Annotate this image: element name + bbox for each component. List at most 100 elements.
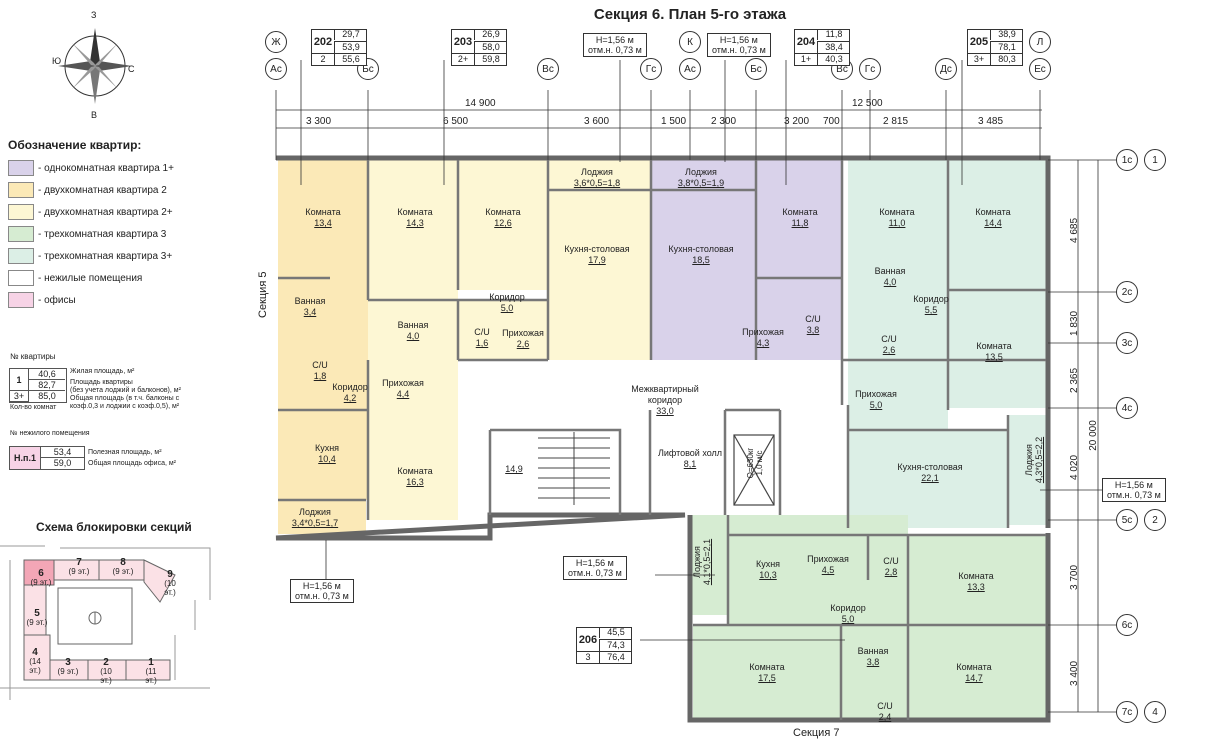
apartment-living-area: 45,5 (599, 627, 632, 638)
room-name: Комната (397, 207, 433, 217)
legend-swatch (8, 292, 34, 308)
key-number: 1 (10, 369, 29, 391)
key-nl2: Общая площадь офиса, м² (88, 460, 177, 467)
room-name: Прихожая (382, 378, 424, 388)
key-nonres-number: Н.п.1 (10, 447, 41, 469)
legend-swatch (8, 248, 34, 264)
axis-label: К (679, 31, 701, 53)
room-name: Межквартирный коридор (631, 384, 699, 405)
room-area: 18,5 (692, 255, 710, 265)
key-c: 85,0 (38, 391, 56, 401)
axis-label: 7с (1116, 701, 1138, 723)
room-name: Кухня-столовая (564, 244, 630, 254)
apartment-living-area: 11,8 (817, 29, 850, 40)
block-section: 8(9 эт.) (111, 558, 135, 577)
room-name: Лоджия (581, 167, 613, 177)
block-scheme-title: Схема блокировки секций (36, 520, 192, 534)
room-area: 11,8 (791, 218, 809, 228)
height-mark-elev: отм.н. 0,73 м (588, 45, 642, 55)
room-name: Коридор (489, 292, 525, 302)
apartment-total-area: 55,6 (334, 53, 367, 65)
apartment-total-area: 40,3 (817, 53, 850, 65)
height-mark-h: Н=1,56 м (575, 558, 614, 568)
dim-top: 3 200 (784, 116, 810, 127)
apartment-rooms: 3+ (968, 53, 990, 65)
apartment-total-area: 59,8 (474, 53, 507, 65)
axis-label: Ес (1029, 58, 1051, 80)
axis-label: Гс (640, 58, 662, 80)
apartment-rooms: 2 (312, 53, 334, 65)
room-area: 3,8 (866, 657, 880, 667)
room-name: Комната (976, 341, 1012, 351)
room-name: Комната (749, 662, 785, 672)
block-section: 2(10 эт.) (94, 658, 118, 686)
legend-label: - двухкомнатная квартира 2 (38, 184, 167, 196)
key-l1: Жилая площадь, м² (70, 368, 135, 375)
dim-top: 2 815 (883, 116, 909, 127)
apartment-area: 53,9 (334, 41, 367, 53)
room-name: Прихожая (807, 554, 849, 564)
room-area: 13,4 (314, 218, 332, 228)
axis-label: Л (1029, 31, 1051, 53)
room-area: 17,9 (588, 255, 606, 265)
compass-rose-icon (58, 28, 132, 104)
loggia-vertical-2-area: 4,3*0,5=2,2 (1034, 436, 1044, 484)
lift-spec-b: 1,0 м/с (755, 450, 764, 476)
room-area: 13,5 (985, 352, 1003, 362)
dim-top: 2 300 (711, 116, 737, 127)
room-area: 4,0 (883, 277, 897, 287)
block-section-floors: (9 эт.) (68, 567, 90, 576)
height-mark-h: Н=1,56 м (302, 581, 341, 591)
room-area: 11,0 (888, 218, 906, 228)
block-section-number: 1 (148, 657, 154, 668)
dim-top: 700 (823, 116, 840, 127)
key-nonres-explanations: Полезная площадь, м² Общая площадь офиса… (88, 447, 176, 469)
block-section: 9(10 эт.) (158, 569, 182, 598)
block-section-number: 6 (38, 568, 44, 579)
loggia-vertical-1: Лоджия 4,1*0,5=2,1 (692, 512, 712, 612)
legend-item: - трехкомнатная квартира 3 (8, 226, 166, 242)
room-area: 5,0 (841, 614, 855, 624)
loggia-vertical-1-area: 4,1*0,5=2,1 (702, 538, 712, 586)
block-section-number: 9 (167, 569, 173, 580)
key-nonres-a: 53,4 (41, 447, 84, 458)
room-name: Прихожая (502, 328, 544, 338)
legend-label: - двухкомнатная квартира 2+ (38, 206, 173, 218)
compass-w: Ю (52, 56, 62, 66)
room-area: 3,8*0,5=1,9 (677, 178, 725, 188)
room-area: 2,4 (878, 712, 892, 722)
apartment-rooms: 3 (577, 651, 599, 663)
room-name: Коридор (830, 603, 866, 613)
room-area: 33,0 (656, 406, 674, 416)
legend-label: - однокомнатная квартира 1+ (38, 162, 174, 174)
room-name: С/U (883, 556, 899, 566)
room-name: Лоджия (685, 167, 717, 177)
height-mark-elev: отм.н. 0,73 м (1107, 490, 1161, 500)
axis-label: 2 (1144, 509, 1166, 531)
block-section-floors: (9 эт.) (26, 618, 48, 627)
key-l4: Общая площадь (в т.ч. балконы с (70, 395, 180, 402)
room-name: Ванная (294, 296, 326, 306)
apartment-living-area: 26,9 (474, 29, 507, 40)
block-section-floors: (10 эт.) (164, 579, 176, 597)
